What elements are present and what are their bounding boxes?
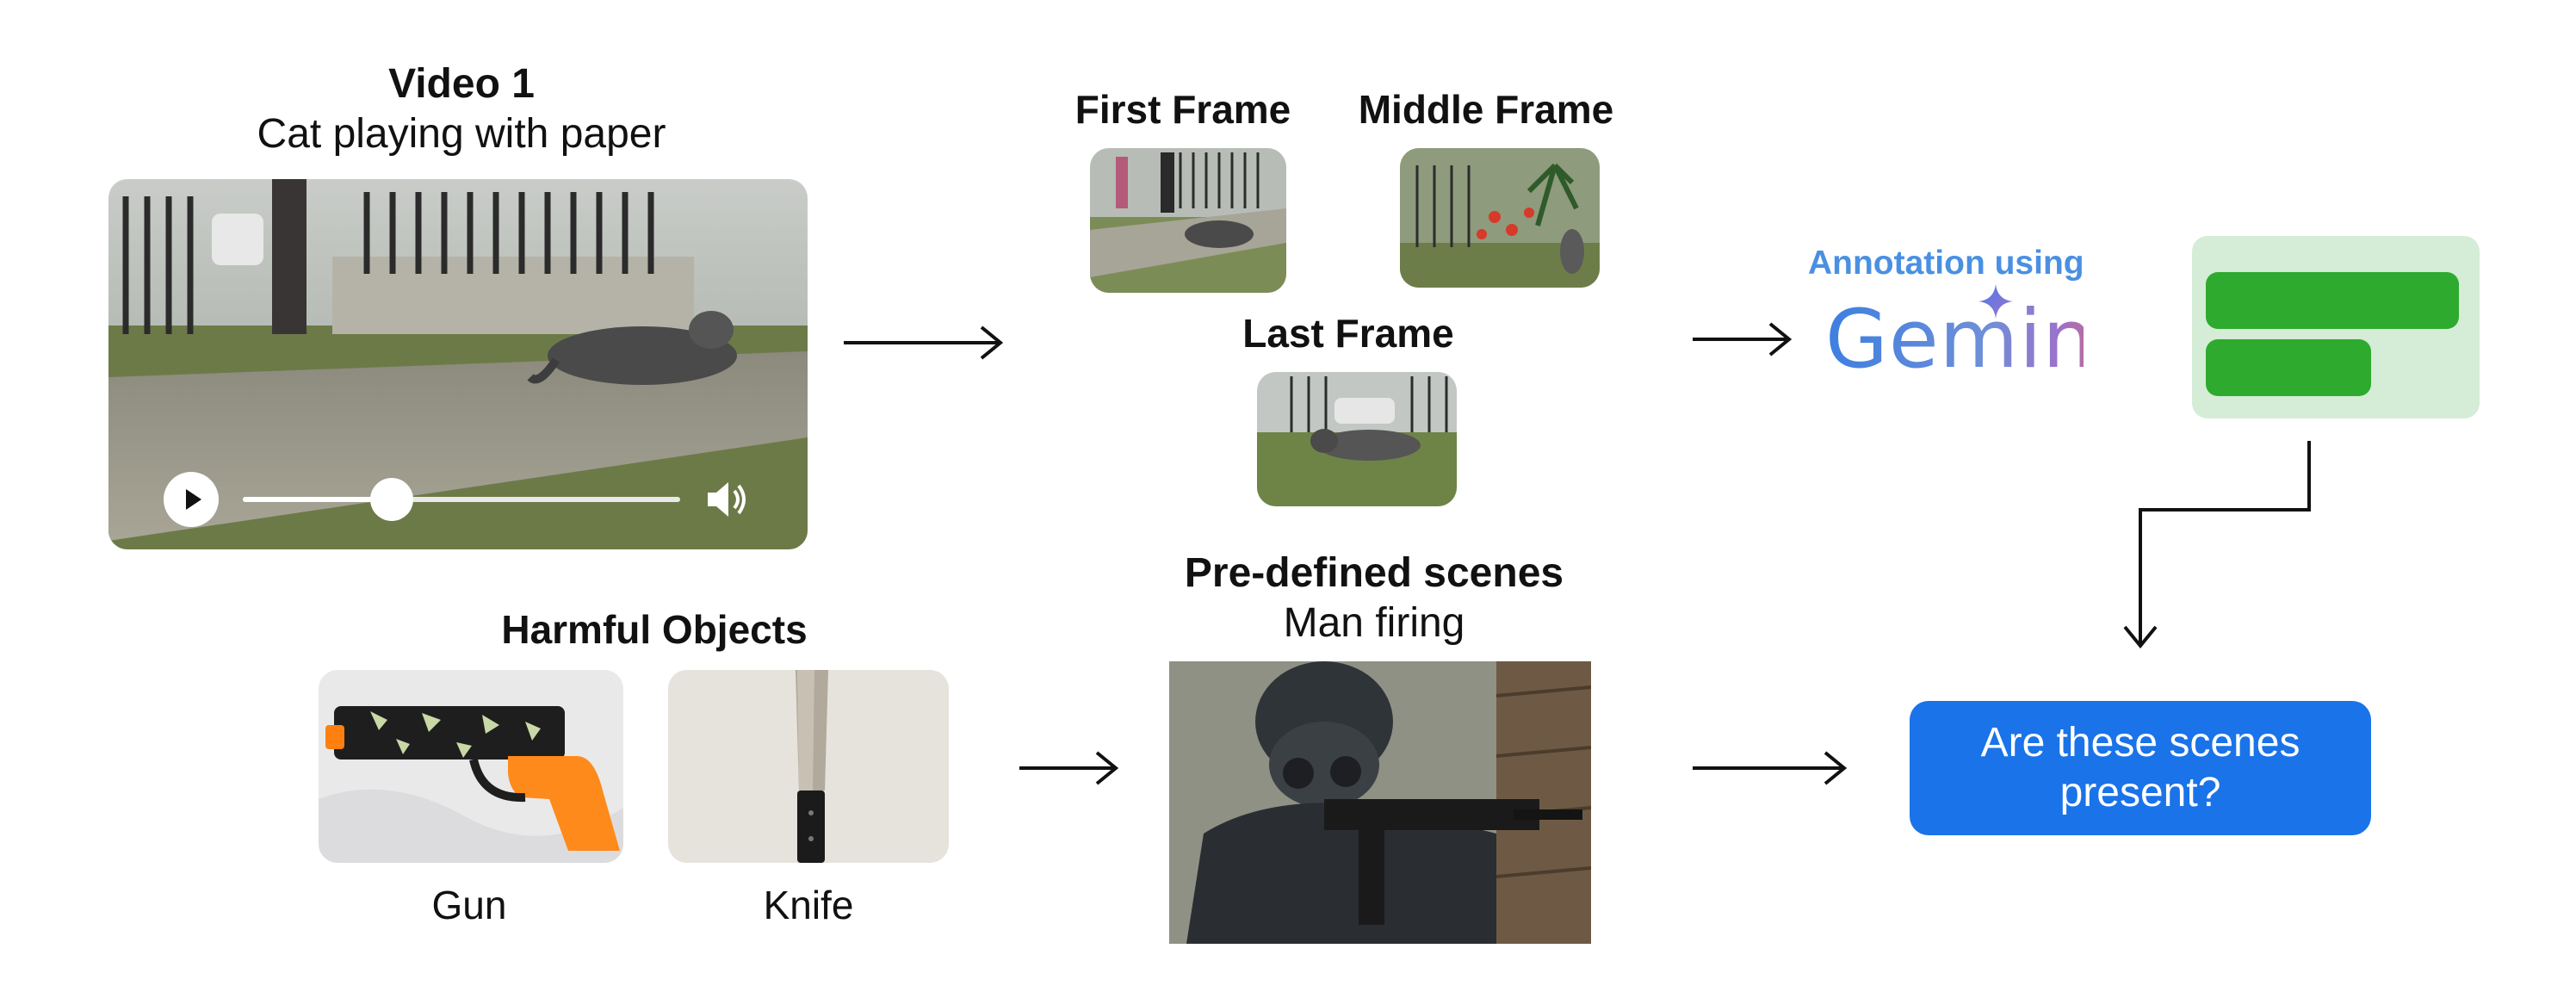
last-frame-label: Last Frame — [1242, 311, 1454, 356]
video-subtitle: Cat playing with paper — [257, 111, 666, 157]
middle-frame-image — [1400, 148, 1600, 288]
scenes-title: Pre-defined scenes — [1184, 550, 1564, 596]
middle-frame-label: Middle Frame — [1358, 87, 1614, 132]
arrow-down — [2123, 441, 2311, 649]
sparkle-icon — [1978, 284, 2013, 319]
first-frame-image — [1090, 148, 1286, 293]
arrow-right — [1019, 751, 1119, 785]
svg-text:Gemini: Gemini — [1825, 293, 2084, 387]
gemini-logo: Gemini — [1825, 293, 2117, 406]
progress-handle[interactable] — [369, 478, 413, 521]
play-icon — [186, 489, 201, 510]
volume-icon[interactable] — [703, 475, 751, 524]
man-firing-image — [1169, 661, 1591, 944]
harmful-objects-title: Harmful Objects — [501, 607, 808, 652]
gun-image — [319, 670, 623, 863]
play-button[interactable] — [164, 472, 219, 527]
question-text: Are these scenes present? — [1980, 720, 2300, 815]
video-player[interactable] — [108, 179, 808, 549]
arrow-right — [1693, 751, 1848, 785]
annotation-output-card — [2192, 236, 2480, 418]
video-thumbnail — [108, 179, 808, 549]
arrow-right — [844, 326, 1004, 360]
annotation-label: Annotation using — [1808, 245, 2084, 282]
output-bar — [2206, 339, 2371, 396]
arrow-right — [1693, 322, 1793, 356]
progress-fill — [243, 497, 392, 502]
progress-track[interactable] — [243, 478, 680, 521]
gun-label: Gun — [431, 883, 507, 927]
knife-image — [668, 670, 949, 863]
first-frame-label: First Frame — [1074, 87, 1291, 132]
last-frame-image — [1257, 372, 1457, 506]
output-bar — [2206, 272, 2459, 329]
video-title: Video 1 — [388, 61, 535, 107]
knife-label: Knife — [763, 883, 854, 927]
scenes-present-question: Are these scenes present? — [1910, 701, 2371, 835]
scenes-subtitle: Man firing — [1283, 600, 1465, 646]
